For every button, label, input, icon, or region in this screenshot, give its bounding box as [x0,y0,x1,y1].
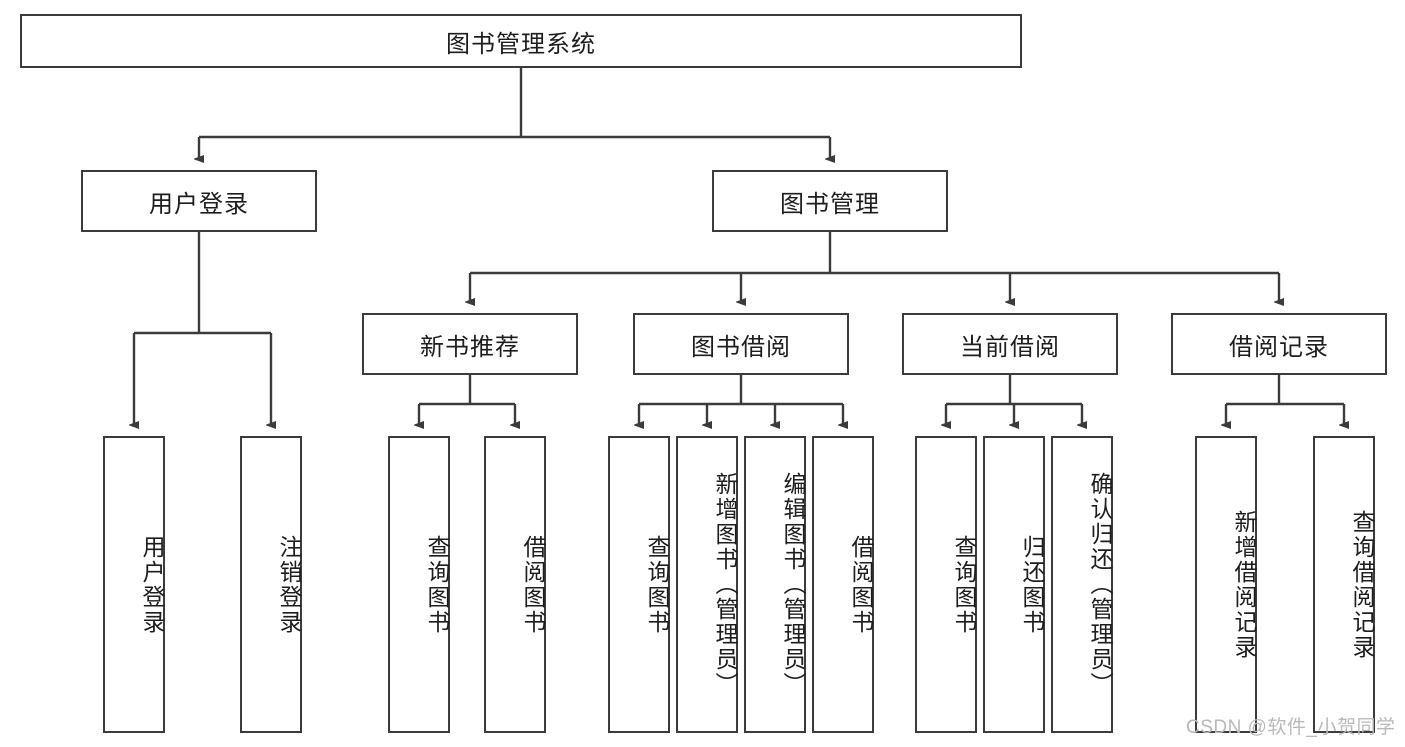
node-leaf-query-book-rec[interactable]: 查询图书 [388,436,450,733]
node-leaf-borrow-book[interactable]: 借阅图书 [812,436,874,733]
node-label: 借阅图书 [520,534,546,635]
node-label: 图书管理 [780,190,880,218]
node-label: 新书推荐 [420,333,520,361]
node-label: 确认归还（管理员） [1087,472,1113,697]
node-label: 用户登录 [149,190,249,218]
node-leaf-user-logout[interactable]: 注销登录 [240,436,302,733]
node-label: 当前借阅 [960,333,1060,361]
node-label: 查询借阅记录 [1349,509,1375,660]
node-label: 图书借阅 [691,333,791,361]
node-leaf-borrow-book-rec[interactable]: 借阅图书 [484,436,546,733]
node-leaf-query-book-borrow[interactable]: 查询图书 [608,436,670,733]
node-current-borrow[interactable]: 当前借阅 [902,313,1118,375]
node-user-login[interactable]: 用户登录 [81,170,317,232]
node-new-book-rec[interactable]: 新书推荐 [362,313,578,375]
node-label: 查询图书 [644,534,670,635]
node-leaf-return-book[interactable]: 归还图书 [983,436,1045,733]
node-leaf-add-book[interactable]: 新增图书（管理员） [676,436,738,733]
node-label: 查询图书 [424,534,450,635]
node-leaf-query-record[interactable]: 查询借阅记录 [1313,436,1375,733]
node-leaf-edit-book[interactable]: 编辑图书（管理员） [744,436,806,733]
node-book-manage[interactable]: 图书管理 [712,170,948,232]
node-label: 归还图书 [1019,534,1045,635]
node-label: 新增图书（管理员） [712,472,738,697]
node-label: 新增借阅记录 [1231,509,1257,660]
node-leaf-add-record[interactable]: 新增借阅记录 [1195,436,1257,733]
node-label: 图书管理系统 [446,30,596,58]
node-label: 编辑图书（管理员） [780,472,806,697]
node-label: 查询图书 [951,534,977,635]
node-label: 注销登录 [276,534,302,635]
csdn-watermark: CSDN @软件_小贺同学 [1186,717,1396,738]
node-label: 借阅图书 [848,534,874,635]
node-leaf-user-login[interactable]: 用户登录 [103,436,165,733]
node-root[interactable]: 图书管理系统 [20,14,1022,68]
node-book-borrow[interactable]: 图书借阅 [633,313,849,375]
node-borrow-record[interactable]: 借阅记录 [1171,313,1387,375]
node-leaf-confirm-return[interactable]: 确认归还（管理员） [1051,436,1113,733]
node-label: 用户登录 [139,534,165,635]
node-leaf-query-book-cur[interactable]: 查询图书 [915,436,977,733]
node-label: 借阅记录 [1229,333,1329,361]
